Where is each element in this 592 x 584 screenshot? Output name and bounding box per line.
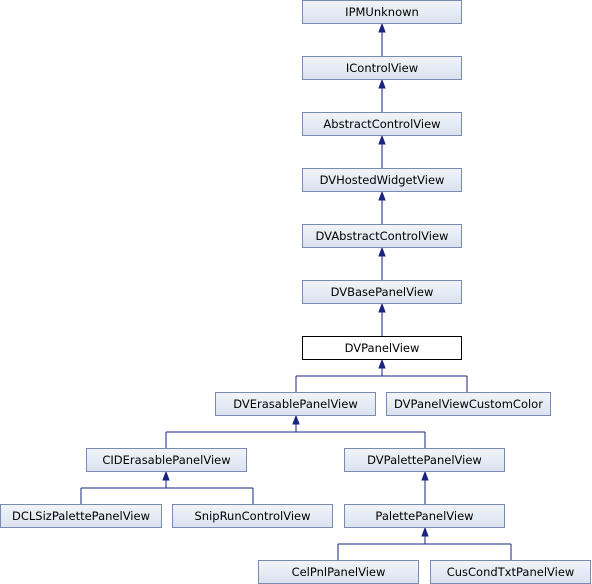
edge-abstractcontrolview-icontrolview [378, 78, 386, 112]
edge-dverasablepanelview-children [165, 414, 426, 448]
edge-palettepanelview-dvpalettepanelview [421, 470, 429, 504]
node-palettepanelview[interactable]: PalettePanelView [344, 504, 505, 528]
edge-dvabstractcontrolview-dvhostedwidgetview [378, 190, 386, 224]
node-dvhostedwidgetview[interactable]: DVHostedWidgetView [302, 168, 462, 192]
node-dclsizpalettepanelview[interactable]: DCLSizPalettePanelView [0, 504, 162, 528]
node-dvabstractcontrolview[interactable]: DVAbstractControlView [302, 224, 462, 248]
node-abstractcontrolview[interactable]: AbstractControlView [302, 112, 462, 136]
node-dvbasepanelview[interactable]: DVBasePanelView [302, 280, 462, 304]
node-sniprunControlview[interactable]: SnipRunControlView [172, 504, 333, 528]
edge-ciderasablepanelview-children [80, 470, 254, 504]
node-icontrolview[interactable]: IControlView [302, 56, 462, 80]
node-dvpalettepanelview[interactable]: DVPalettePanelView [344, 448, 505, 472]
node-dvpanelview-current: DVPanelView [302, 336, 462, 360]
node-celpnlpanelview[interactable]: CelPnlPanelView [258, 560, 419, 584]
edge-dvpanelview-dvbasepanelview [378, 302, 386, 336]
edge-icontrolview-ipmunknown [378, 22, 386, 56]
edge-palettepanelview-children [337, 526, 512, 560]
node-cuscondtxtpanelview[interactable]: CusCondTxtPanelView [430, 560, 591, 584]
edge-dvbasepanelview-dvabstractcontrolview [378, 246, 386, 280]
node-dverasablepanelview[interactable]: DVErasablePanelView [215, 392, 376, 416]
edge-dvhostedwidgetview-abstractcontrolview [378, 134, 386, 168]
node-ciderasablepanelview[interactable]: CIDErasablePanelView [86, 448, 247, 472]
edge-dvpanelview-children [295, 358, 468, 392]
node-dvpanelviewcustomcolor[interactable]: DVPanelViewCustomColor [386, 392, 551, 416]
node-ipmunknown[interactable]: IPMUnknown [302, 0, 462, 24]
